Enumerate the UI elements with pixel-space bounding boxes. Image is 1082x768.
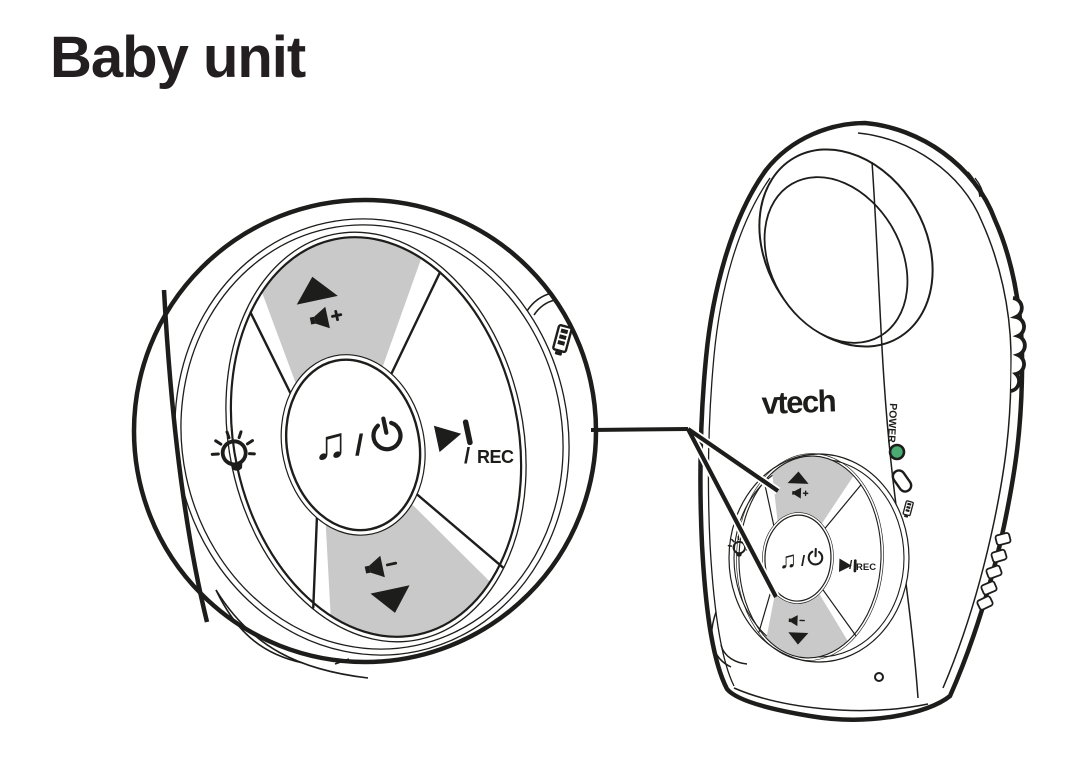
music-note-glyph-small: ♫	[779, 547, 797, 574]
surface-curve-marks	[526, 292, 556, 316]
microphone-hole	[874, 672, 884, 682]
power-led	[888, 443, 906, 461]
music-note-glyph: ♫	[313, 417, 348, 469]
bottom-tab-detail	[710, 611, 748, 668]
baby-unit-device: vtech POWER ♫ / / REC	[698, 120, 1027, 722]
page-title: Baby unit	[50, 25, 306, 90]
side-scallops	[1009, 296, 1027, 393]
magnified-view: ♫ / / REC	[131, 197, 599, 679]
edge-curve-marks	[967, 171, 985, 200]
power-switch	[891, 469, 913, 493]
rec-separator-small: /	[849, 558, 853, 572]
pad-recess-rings	[174, 218, 570, 656]
rec-label-small: REC	[856, 562, 876, 573]
rec-label: REC	[477, 447, 514, 467]
brand-logo: vtech	[761, 383, 836, 421]
speaker-grille	[758, 148, 934, 348]
belt-clip-ridges	[976, 532, 1012, 611]
power-label: POWER	[885, 403, 899, 444]
clip-detail-lines	[215, 589, 369, 679]
music-power-separator-small: /	[801, 553, 806, 570]
callout-lines	[590, 425, 781, 599]
face-divider-line	[871, 161, 919, 699]
device-edge-line	[161, 289, 210, 623]
music-power-separator: /	[355, 429, 364, 462]
rec-separator: /	[464, 443, 470, 468]
